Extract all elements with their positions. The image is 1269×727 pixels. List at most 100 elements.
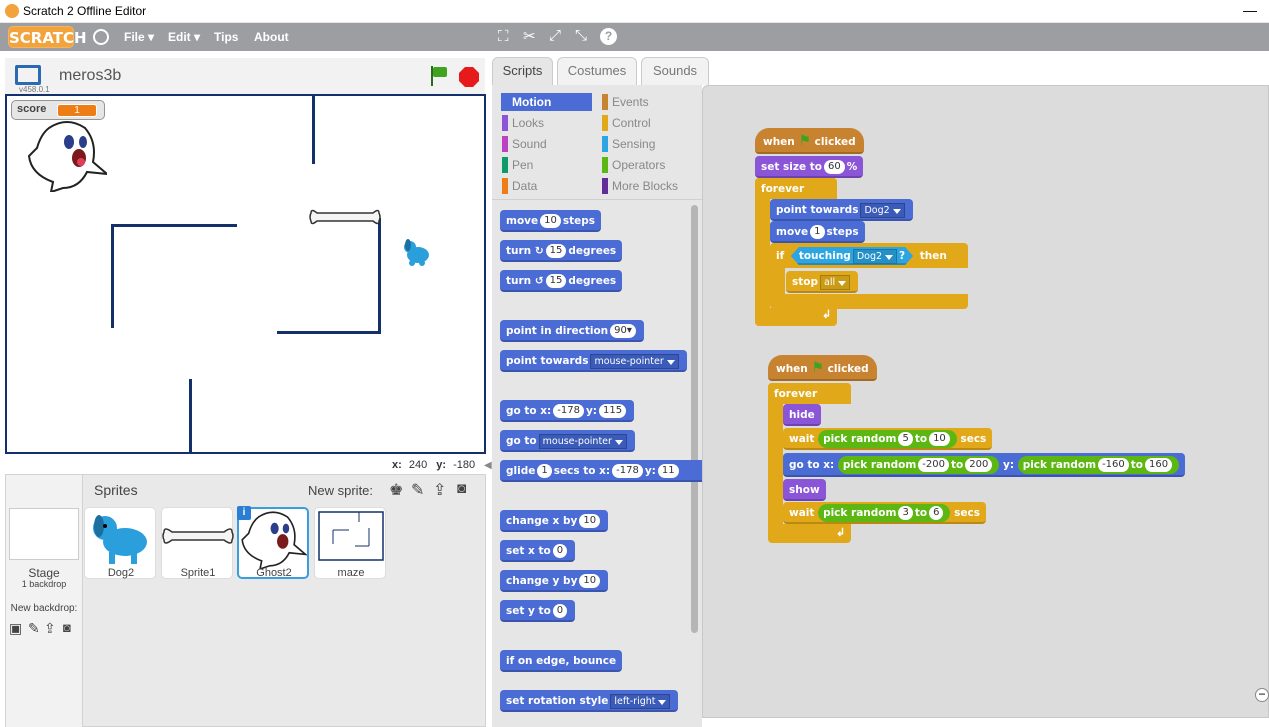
block-input[interactable]: 6 (929, 506, 944, 520)
stage-canvas[interactable]: score 1 (5, 94, 486, 454)
block-dropdown[interactable]: mouse-pointer (538, 433, 627, 449)
block-input[interactable]: 10 (540, 214, 561, 228)
bone-sprite[interactable] (309, 208, 381, 226)
block-input[interactable]: 0 (552, 544, 568, 558)
category-events[interactable]: Events (602, 94, 649, 110)
block-input[interactable]: 10 (579, 514, 601, 528)
block-input[interactable]: 15 (545, 244, 567, 258)
project-title[interactable]: meros3b (59, 67, 122, 84)
block-dropdown[interactable]: all (820, 274, 851, 290)
category-operators[interactable]: Operators (602, 157, 665, 173)
block-dropdown[interactable]: Dog2 (860, 202, 905, 218)
zoom-out-button[interactable]: − (1255, 688, 1269, 702)
tab-sounds[interactable]: Sounds (641, 57, 709, 85)
sprite-library-icon[interactable]: ♚ (389, 482, 404, 499)
minimize-button[interactable]: — (1243, 2, 1257, 18)
paint-backdrop-icon[interactable]: ✎ (28, 620, 40, 636)
hat-when-flag-clicked-2[interactable]: when ⚑ clicked (768, 355, 877, 381)
block-input[interactable]: -200 (918, 458, 949, 472)
tab-costumes[interactable]: Costumes (557, 57, 637, 85)
block-hide[interactable]: hide (783, 404, 821, 426)
dog-sprite[interactable] (400, 237, 432, 269)
block-input[interactable]: 160 (1145, 458, 1173, 472)
collapse-arrow-icon[interactable]: ◀ (484, 460, 492, 471)
block-input[interactable]: 60 (824, 160, 845, 174)
upload-backdrop-icon[interactable]: ⇪ (44, 620, 56, 636)
category-control[interactable]: Control (602, 115, 651, 131)
block-show[interactable]: show (783, 479, 826, 501)
help-icon[interactable]: ? (600, 28, 617, 45)
menu-about[interactable]: About (254, 30, 289, 44)
block-input[interactable]: 1 (537, 464, 552, 478)
scratch-logo[interactable]: SCRATCH (8, 26, 87, 48)
block-dropdown[interactable]: left-right (610, 693, 671, 709)
camera-backdrop-icon[interactable]: ◙ (63, 620, 71, 635)
sprite-info-icon[interactable]: i (237, 506, 251, 520)
block-input[interactable]: 11 (657, 464, 679, 478)
category-data[interactable]: Data (502, 178, 537, 194)
category-sensing[interactable]: Sensing (602, 136, 655, 152)
menu-edit[interactable]: Edit ▾ (168, 30, 201, 44)
variable-monitor[interactable]: score 1 (11, 100, 105, 120)
hat-when-flag-clicked[interactable]: when ⚑ clicked (755, 128, 864, 154)
tab-scripts[interactable]: Scripts (492, 57, 553, 85)
category-more-blocks[interactable]: More Blocks (602, 178, 678, 194)
block-input[interactable]: 90▾ (610, 324, 636, 338)
palette-scrollbar[interactable] (691, 205, 698, 633)
fullscreen-icon[interactable] (15, 65, 41, 85)
delete-icon[interactable]: ✂ (523, 28, 536, 45)
sprite-thumb-dog2[interactable] (84, 507, 156, 579)
stop-button[interactable] (459, 67, 479, 87)
block-dropdown[interactable]: Dog2 (853, 249, 897, 264)
block-input[interactable]: -178 (612, 464, 643, 478)
upload-sprite-icon[interactable]: ⇪ (433, 482, 447, 499)
block-input[interactable]: 200 (965, 458, 993, 472)
category-motion[interactable]: Motion (501, 93, 592, 111)
category-looks[interactable]: Looks (502, 115, 544, 131)
block-input[interactable]: 10 (579, 574, 601, 588)
block-input[interactable]: 115 (599, 404, 627, 418)
sprite-thumb-maze[interactable] (314, 507, 386, 579)
block-bounce[interactable]: if on edge, bounce (500, 650, 623, 672)
sprite-thumb-sprite1[interactable] (161, 507, 234, 579)
block-input[interactable]: -160 (1098, 458, 1129, 472)
stage-thumbnail[interactable] (9, 508, 79, 560)
category-pen[interactable]: Pen (502, 157, 533, 173)
grow-icon[interactable]: ⤢ (549, 27, 562, 44)
block-input[interactable]: -178 (553, 404, 584, 418)
duplicate-icon[interactable]: ⛶ (498, 28, 509, 45)
shrink-icon[interactable]: ⤡ (575, 27, 588, 44)
menu-file[interactable]: File ▾ (124, 30, 155, 44)
block-input[interactable]: 10 (929, 432, 950, 446)
block-input[interactable]: 15 (545, 274, 567, 288)
green-flag-button[interactable] (429, 66, 449, 86)
block-input[interactable]: 3 (898, 506, 913, 520)
camera-sprite-icon[interactable]: ◙ (457, 480, 467, 497)
globe-icon[interactable] (93, 29, 109, 45)
block-input[interactable]: 1 (810, 225, 825, 239)
